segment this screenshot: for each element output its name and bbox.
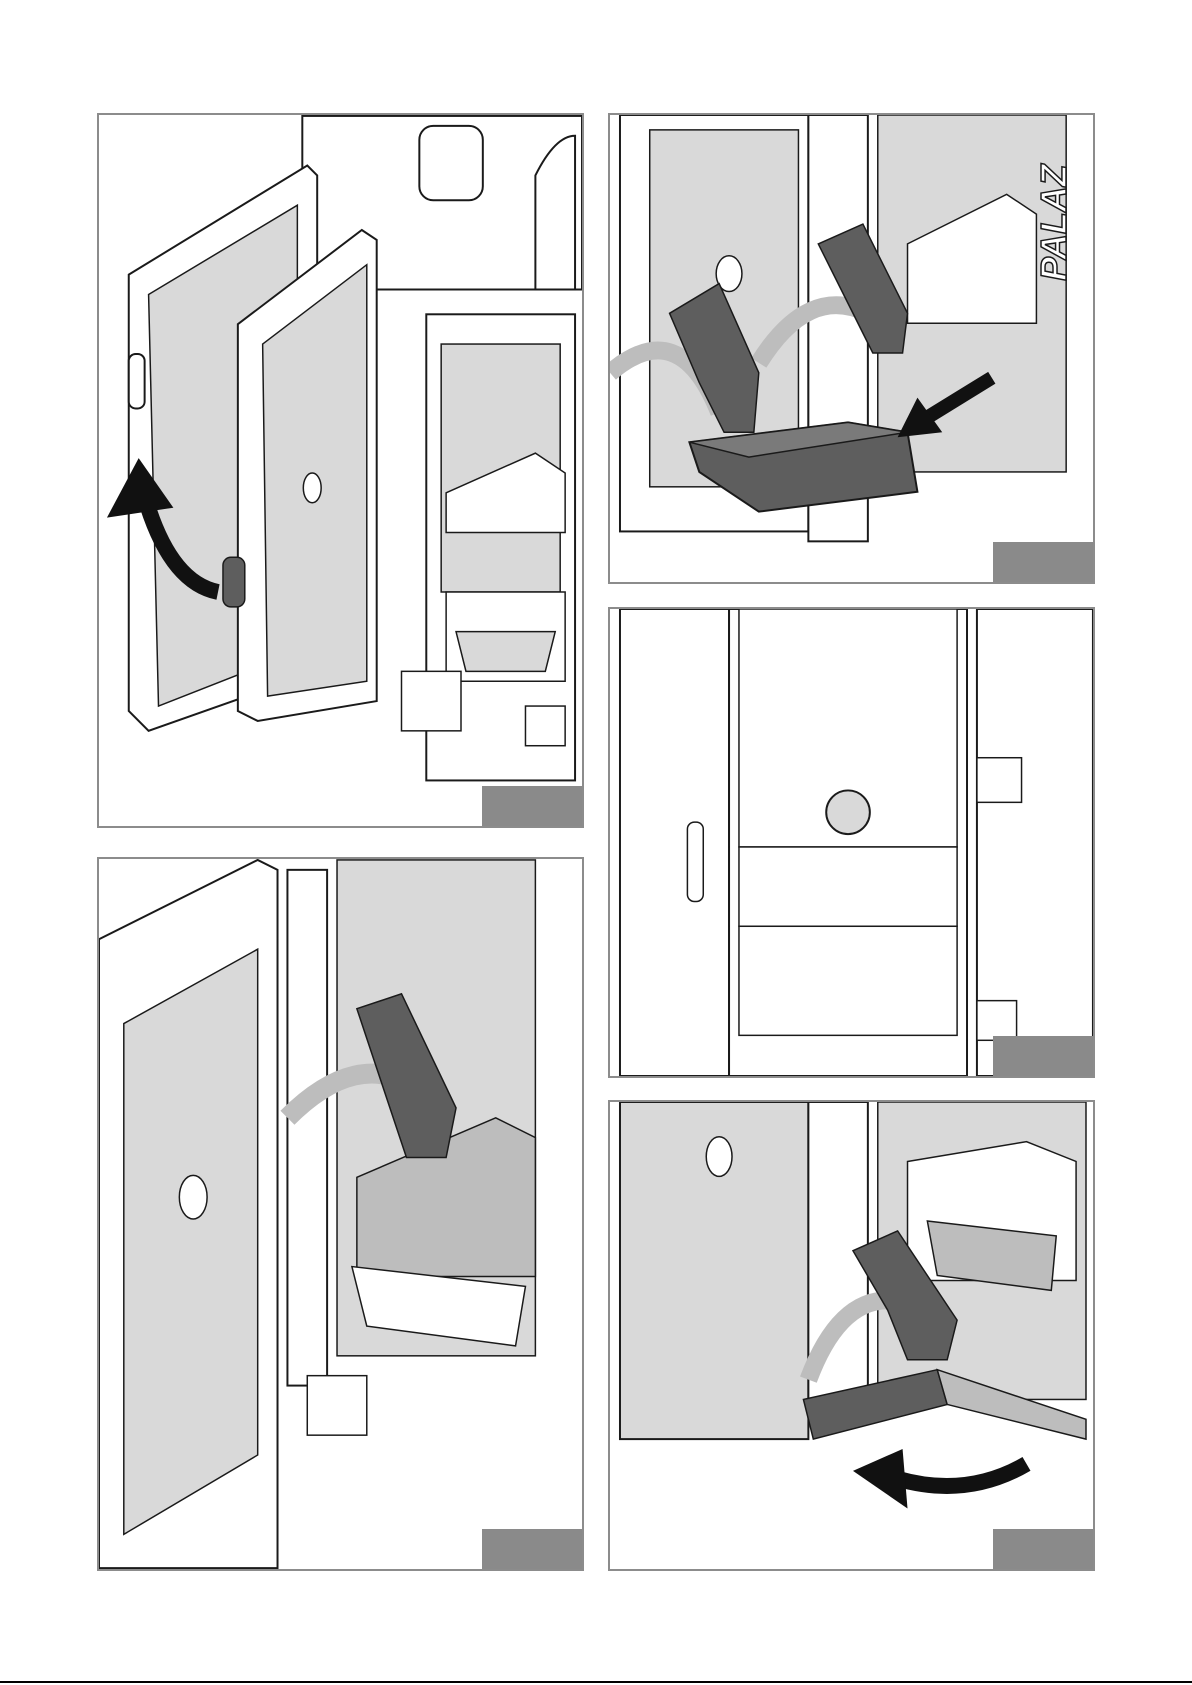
step-tag: [482, 786, 582, 826]
illustration-lower-panel: [610, 1102, 1093, 1569]
step-panel-vacuum-chamber: [97, 857, 584, 1571]
step-tag: [993, 542, 1093, 582]
footer-rule: [0, 1681, 1192, 1683]
step-panel-lower-panel: [608, 1100, 1095, 1571]
step-panel-remove-drawer: PALAZ: [608, 113, 1095, 584]
illustration-vacuum-chamber: [99, 859, 582, 1569]
step-tag: [993, 1036, 1093, 1076]
step-panel-inner-door: [608, 607, 1095, 1078]
illustration-remove-drawer: PALAZ: [610, 115, 1093, 582]
step-tag: [482, 1529, 582, 1569]
step-tag: [993, 1529, 1093, 1569]
illustration-inner-door: [610, 609, 1093, 1076]
brand-text: PALAZ: [1034, 163, 1074, 280]
curved-arrow-icon: [898, 1464, 1027, 1486]
illustration-open-doors: [99, 115, 582, 826]
step-panel-open-doors: [97, 113, 584, 828]
